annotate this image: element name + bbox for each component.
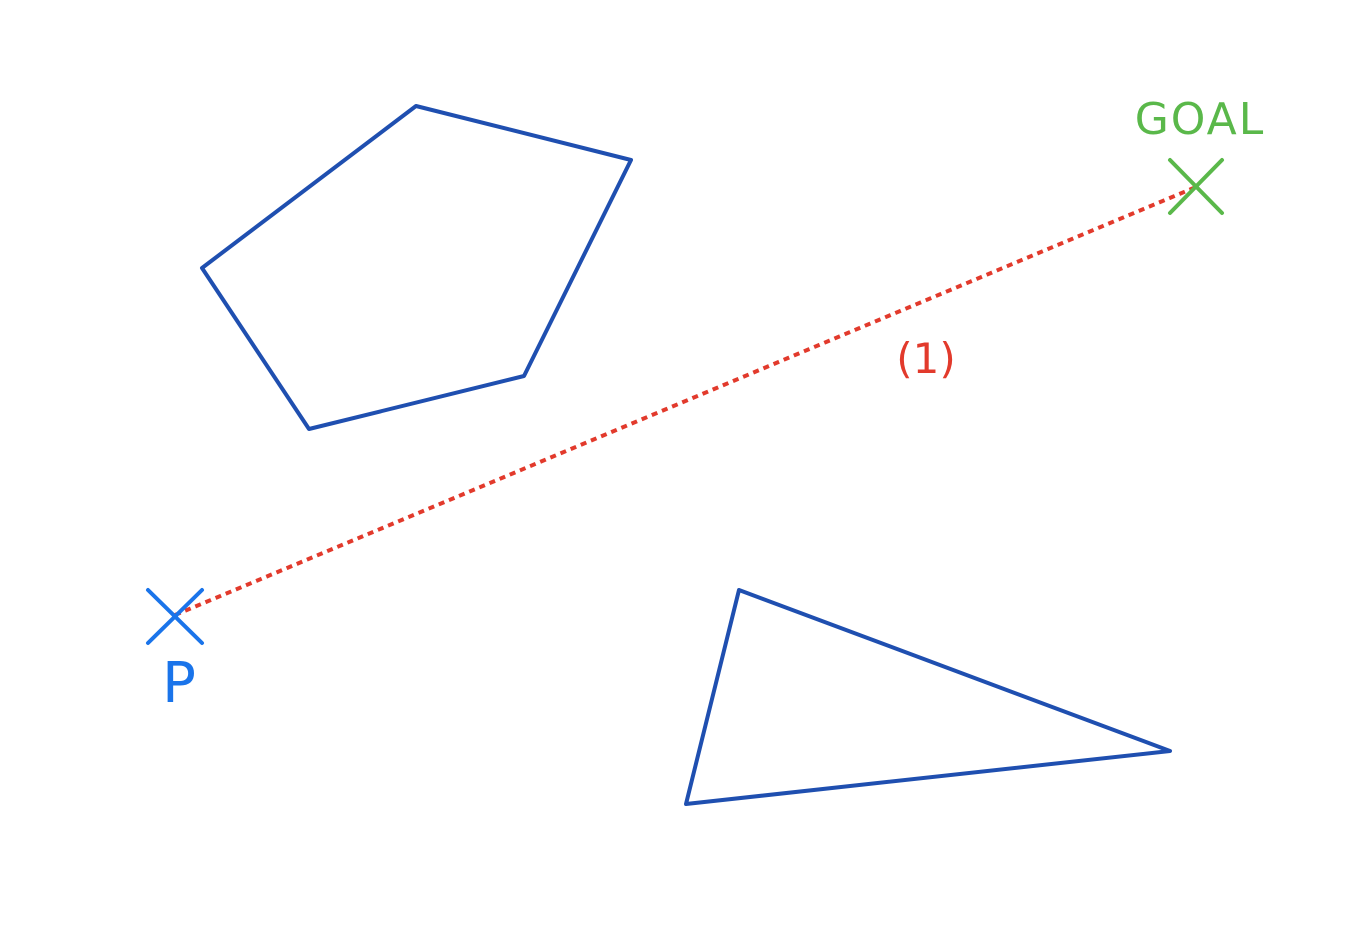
path-marker-label: (1) [896, 334, 956, 383]
start-marker-icon [146, 588, 204, 645]
triangle-obstacle [684, 588, 1172, 806]
goal-label: GOAL [1135, 94, 1266, 145]
goal-marker-icon [1168, 158, 1224, 215]
pentagon-obstacle [200, 104, 633, 431]
straight-path-line [174, 185, 1197, 617]
start-label: P [162, 651, 196, 716]
